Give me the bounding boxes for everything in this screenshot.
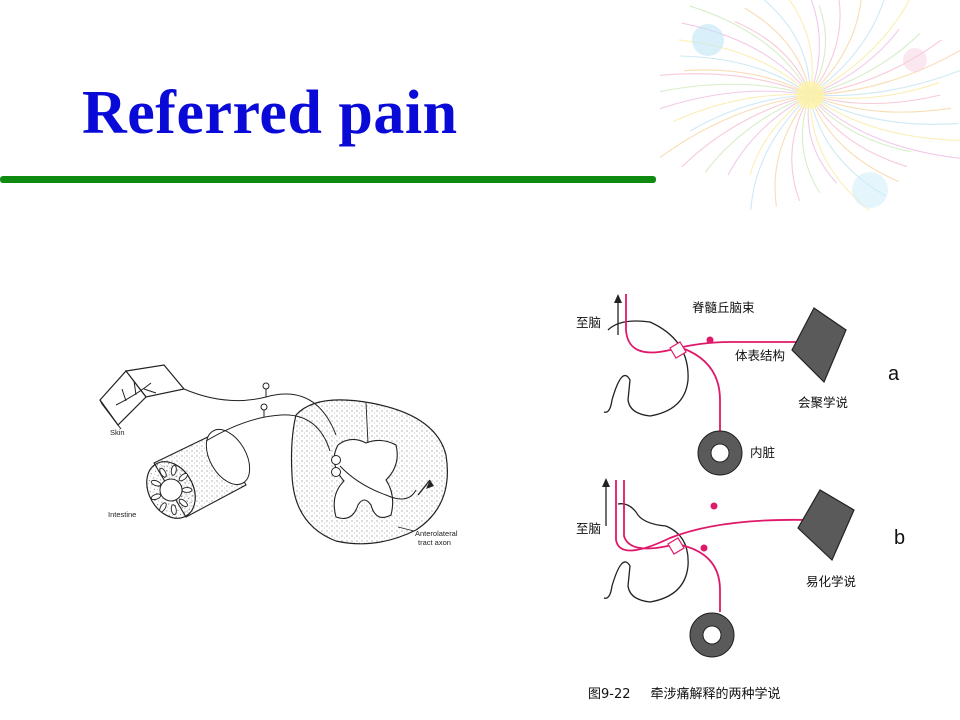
panel-b: 至脑 易化学说 b — [576, 478, 905, 658]
firework-ray — [809, 0, 911, 96]
panel-b-body-surface-shape — [797, 489, 855, 562]
panel-a-theory-label: 会聚学说 — [798, 395, 848, 410]
firework-ray — [809, 49, 960, 96]
panel-a-body-surface-label: 体表结构 — [735, 348, 785, 363]
intestine-villus — [150, 479, 162, 487]
intestine-villus — [150, 493, 162, 501]
firework-ray — [734, 20, 811, 96]
skin-patch — [99, 364, 186, 430]
firework-ray — [809, 94, 951, 113]
referred-pain-anatomy-diagram: Skin Intestine Anterolateral tract axon — [99, 364, 458, 547]
panel-b-letter: b — [894, 527, 905, 549]
slide-title: Referred pain — [82, 79, 458, 147]
firework-ray — [809, 0, 820, 96]
firework-ray — [809, 32, 921, 96]
intestine-villus — [170, 464, 177, 476]
firework-ray — [809, 94, 960, 159]
firework-ray — [774, 94, 811, 207]
skin-label: Skin — [110, 428, 125, 437]
skin-ganglion-cell — [262, 382, 270, 390]
figure-caption: 图9-22 牵涉痛解释的两种学说 — [588, 683, 781, 702]
axon-label-line2: tract axon — [418, 538, 451, 547]
panel-a-to-brain-label: 至脑 — [576, 315, 601, 330]
firework-ray — [660, 73, 811, 96]
intestine-villus — [159, 467, 167, 478]
firework-ray — [809, 94, 959, 125]
firework-ray — [809, 0, 885, 96]
axon-label-line1: Anterolateral — [415, 529, 458, 538]
panel-a-body-surface-shape — [791, 307, 847, 384]
panel-a-letter: a — [888, 363, 900, 385]
panel-a: 至脑 脊髓丘脑束 体表结构 会聚学说 内脏 a — [576, 294, 900, 476]
spinal-cord-section — [290, 399, 448, 545]
visceral-ganglion-cell — [260, 403, 268, 411]
firework-ray — [660, 83, 811, 96]
firework-ray — [744, 7, 811, 96]
intestine-villus — [159, 502, 167, 513]
referred-pain-theories-diagram: 至脑 脊髓丘脑束 体表结构 会聚学说 内脏 a 至脑 易化学说 b — [576, 294, 905, 658]
firework-ray — [809, 94, 960, 141]
firework-ray — [681, 94, 811, 168]
firework-ray — [809, 69, 960, 97]
panel-a-tract-label: 脊髓丘脑束 — [692, 300, 755, 315]
firework-ray — [750, 94, 811, 211]
intestine-label: Intestine — [108, 510, 136, 519]
panel-b-theory-label: 易化学说 — [806, 574, 856, 589]
panel-b-to-brain-label: 至脑 — [576, 521, 601, 536]
figure-caption-text: 牵涉痛解释的两种学说 — [650, 687, 781, 702]
firework-ray — [704, 94, 811, 173]
panel-a-viscera-label: 内脏 — [750, 445, 775, 460]
firework-ray — [660, 94, 811, 159]
intestine-villus — [178, 472, 188, 482]
firework-ray — [672, 94, 811, 122]
firework-ray — [660, 90, 811, 110]
title-underline — [0, 176, 656, 183]
figure-number: 图9-22 — [588, 687, 631, 702]
intestine-villus — [178, 498, 188, 508]
firework-ray — [679, 55, 811, 96]
intestine-tube — [146, 429, 251, 519]
firework-ray — [689, 5, 811, 96]
intestine-villus — [170, 504, 177, 516]
firework-ray — [809, 39, 942, 96]
intestine-villus — [181, 487, 193, 493]
firework-ray — [809, 94, 908, 168]
fireworks-decoration — [660, 0, 960, 211]
